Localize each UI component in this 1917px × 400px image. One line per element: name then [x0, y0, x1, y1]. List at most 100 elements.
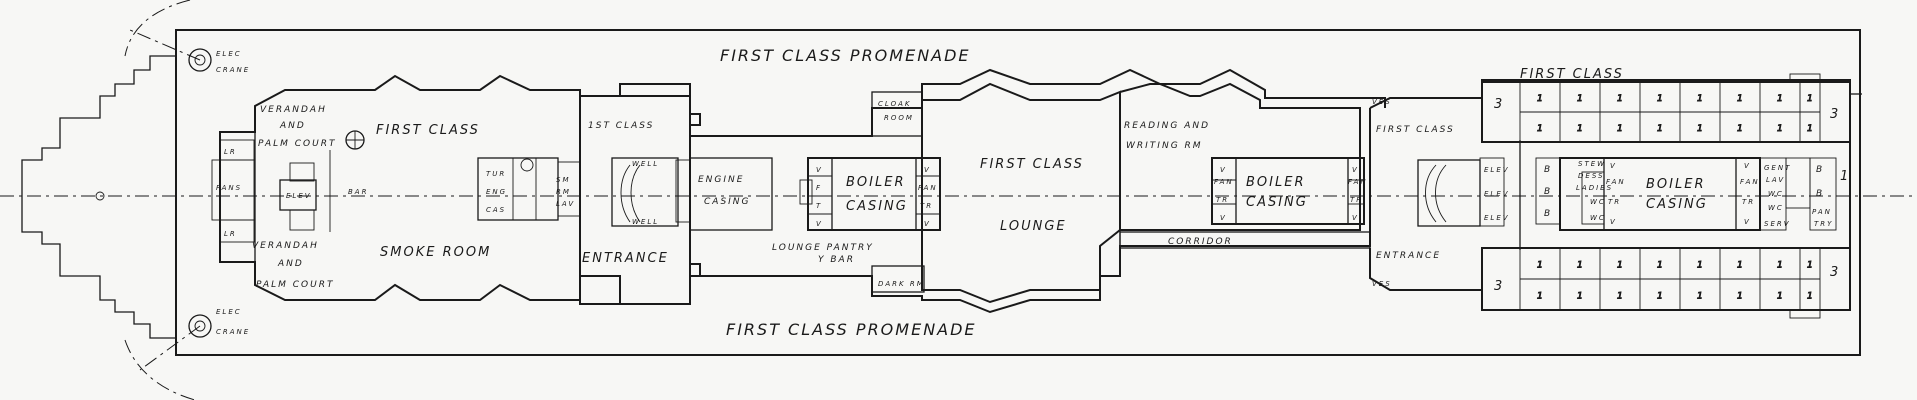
bc2-fan: FAN [1214, 178, 1234, 186]
top-cabin-2-0: 1 [1617, 94, 1625, 104]
bc1-fan: FAN [918, 184, 938, 192]
reading-room [1119, 82, 1361, 231]
bottom-cabin-6-0: 1 [1777, 261, 1785, 271]
top-cabin-3-1: 1 [1657, 124, 1665, 134]
wc-2: WC [1590, 214, 1606, 222]
bc3-casing: CASING [1646, 197, 1708, 212]
verandah-bottom-3: PALM COURT [256, 280, 334, 290]
boiler-casing-1-inner [831, 157, 917, 231]
tur-label: TUR [486, 170, 506, 178]
bc1-v4: V [924, 220, 931, 228]
wc-3: WC [1768, 190, 1784, 198]
elev-aft-3: ELEV [1484, 214, 1510, 222]
promenade-bottom-label: FIRST CLASS PROMENADE [726, 320, 977, 339]
top-cabin-2-1: 1 [1617, 124, 1625, 134]
bc3-v1: V [1610, 162, 1617, 170]
top-cabin-6-1: 1 [1777, 124, 1785, 134]
entrance-stair-curve [620, 164, 631, 223]
cabin-3-top-left: 3 [1494, 97, 1504, 112]
verandah-top-1: VERANDAH [260, 105, 327, 115]
verandah-stair-bottom [289, 209, 315, 231]
top-cabin-0-0: 1 [1537, 94, 1545, 104]
pan-try-2: TRY [1814, 220, 1833, 228]
first-class-abbr: 1ST CLASS [588, 121, 654, 131]
bottom-cabin-7-0: 1 [1807, 261, 1815, 271]
verandah-bottom-2: AND [277, 259, 304, 269]
first-class-cabins: FIRST CLASS [1520, 67, 1624, 82]
aft-stair-curve-2 [1435, 164, 1447, 223]
crane-bottom-inner [194, 320, 206, 332]
bc2-v3: V [1352, 166, 1359, 174]
bc3-v2: V [1610, 218, 1617, 226]
gent-lav-1: GENT [1764, 164, 1791, 172]
stern-grate-bottom [1789, 309, 1821, 319]
lr-bottom: LR [224, 230, 237, 238]
top-cabin-1-0: 1 [1577, 94, 1585, 104]
top-cabin-0-1: 1 [1537, 124, 1545, 134]
sm-label: SM [556, 176, 570, 184]
elec-crane-bottom-2: CRANE [216, 328, 250, 336]
corridor-label: CORRIDOR [1168, 237, 1233, 247]
cas-label: CAS [486, 206, 506, 214]
elec-crane-bottom-1: ELEC [216, 308, 242, 316]
wc-4: WC [1768, 204, 1784, 212]
bc2-tr-r: TR [1350, 196, 1363, 204]
ves-bottom: VES [1372, 280, 1392, 288]
top-cabin-5-1: 1 [1737, 124, 1745, 134]
bc3-tr: TR [1608, 198, 1621, 206]
deck-outline [175, 29, 1861, 356]
bottom-cabin-3-1: 1 [1657, 292, 1665, 302]
bottom-cabin-7-1: 1 [1807, 292, 1815, 302]
gent-lav-2: LAV [1766, 176, 1785, 184]
first-class-fwd: FIRST CLASS [376, 123, 480, 138]
first-class-lounge: FIRST CLASS [980, 157, 1084, 172]
b-1: B [1544, 165, 1552, 175]
b-4: B [1816, 165, 1824, 175]
bottom-cabin-6-1: 1 [1777, 292, 1785, 302]
bottom-cabin-0-0: 1 [1537, 261, 1545, 271]
bc2-fan-r: FAN [1348, 178, 1368, 186]
bc1-boiler: BOILER [846, 175, 905, 190]
verandah-top-3: PALM COURT [258, 139, 336, 149]
bottom-cabin-5-0: 1 [1737, 261, 1745, 271]
bc1-tr: TR [920, 202, 933, 210]
top-cabin-7-1: 1 [1807, 124, 1815, 134]
lounge-room [921, 82, 1121, 304]
entrance-fwd: ENTRANCE [582, 251, 669, 266]
verandah-bottom-1: VERANDAH [252, 241, 319, 251]
eng-label: ENG [486, 188, 507, 196]
bottom-cabin-0-1: 1 [1537, 292, 1545, 302]
bc2-boiler: BOILER [1246, 175, 1305, 190]
bc3-v3: V [1744, 162, 1751, 170]
lounge-top-wall [690, 68, 1386, 137]
top-cabin-1-1: 1 [1577, 124, 1585, 134]
verandah-top-2: AND [279, 121, 306, 131]
rm-label: RM [556, 188, 571, 196]
bottom-cabin-1-1: 1 [1577, 292, 1585, 302]
wc-1: WC [1590, 198, 1606, 206]
corridor [1119, 231, 1371, 249]
bc1-v1: V [816, 166, 823, 174]
promenade-top-label: FIRST CLASS PROMENADE [720, 46, 971, 65]
lounge-label: LOUNGE [1000, 219, 1067, 234]
bc1-v3: V [924, 166, 931, 174]
bc1-casing: CASING [846, 199, 908, 214]
bc3-fan-r: FAN [1740, 178, 1760, 186]
cloak-room-2: ROOM [884, 114, 914, 122]
cabin-1-right: 1 [1840, 169, 1850, 184]
engine-casing-grate [799, 179, 813, 205]
b-3: B [1544, 209, 1552, 219]
dark-rm: DARK RM [878, 280, 925, 288]
top-cabin-5-0: 1 [1737, 94, 1745, 104]
bc1-f: F [816, 184, 822, 192]
ves-top: VES [1372, 98, 1392, 106]
engine-casing-side [675, 159, 691, 223]
b-2: B [1544, 187, 1552, 197]
crane-swing-bottom [139, 325, 201, 371]
engine-casing-1: ENGINE [698, 175, 744, 185]
fans-label: FANS [216, 184, 242, 192]
ladies-label: LADIES [1576, 184, 1613, 192]
ladies-wc [1581, 171, 1605, 225]
bottom-cabin-1-0: 1 [1577, 261, 1585, 271]
